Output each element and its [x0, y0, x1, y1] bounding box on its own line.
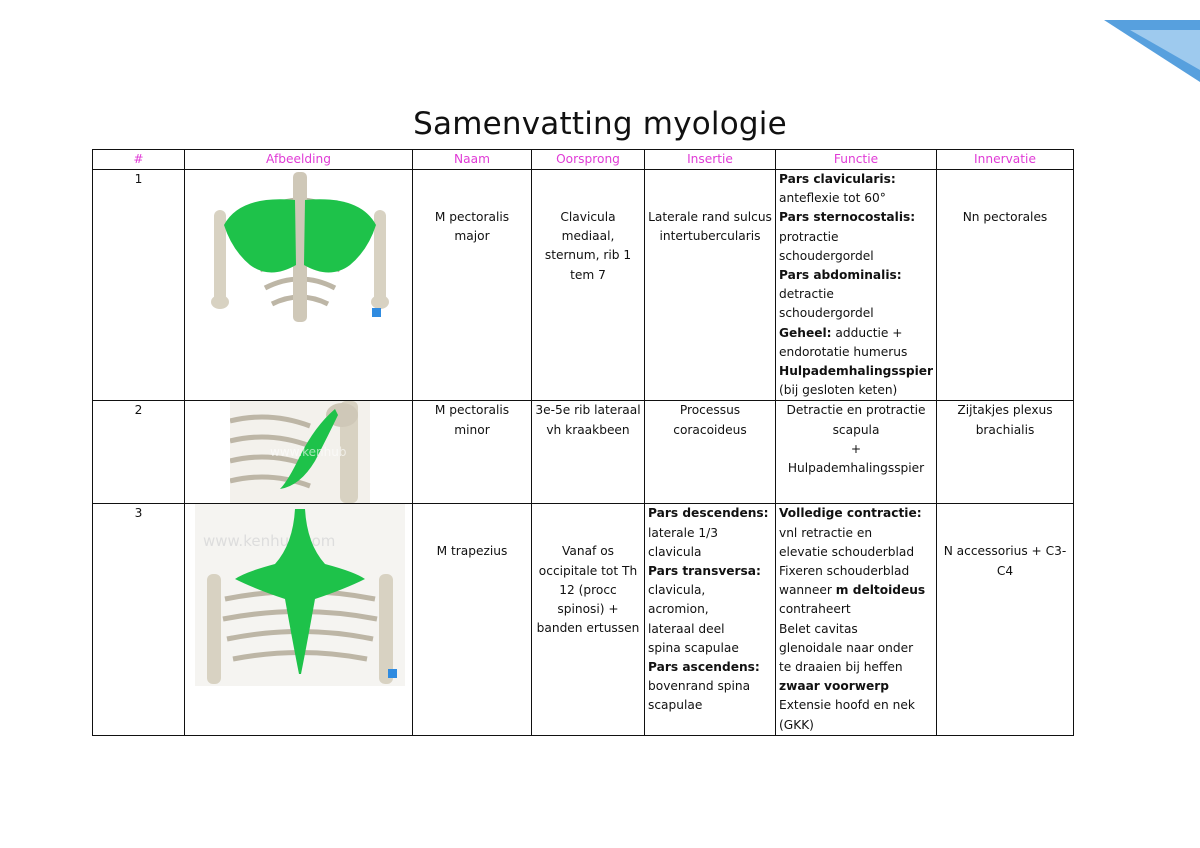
innervatie-text: Nn pectorales	[962, 210, 1048, 224]
oorsprong-text: Clavicula mediaal, sternum, rib 1 tem 7	[544, 210, 632, 282]
table-row: 1	[92, 168, 1074, 402]
cell-line: schoudergordel	[779, 248, 874, 263]
cell-line: scapula	[832, 422, 880, 437]
cell-line: scapulae	[648, 698, 703, 713]
oorsprong-cell: Vanaf os occipitale tot Th 12 (procc spi…	[531, 503, 645, 736]
cell-line: glenoidale naar onder	[779, 640, 914, 655]
cell-line: spina scapulae	[648, 640, 739, 655]
innervatie-cell: Zijtakjes plexus brachialis	[936, 400, 1074, 505]
row-num: 3	[92, 503, 185, 736]
cell-line: clavicula	[648, 544, 702, 559]
cell-line: Pars clavicularis:	[779, 172, 896, 186]
functie-cell: Volledige contractie: vnl retractie en ele…	[775, 503, 937, 736]
cell-line: schoudergordel	[779, 306, 874, 321]
insertie-cell: Processus coracoideus	[644, 400, 776, 505]
cell-line: bovenrand spina	[648, 679, 751, 694]
insertie-text: Processus coracoideus	[673, 403, 747, 437]
table-row: 2 www.kenhub	[92, 400, 1074, 505]
row-num: 1	[92, 168, 185, 402]
table-row: 3 www.kenhub.com	[92, 503, 1074, 736]
cell-line: Pars abdominalis:	[779, 268, 902, 283]
cell-line: Pars transversa:	[648, 564, 761, 579]
cell-line: protractie	[779, 229, 839, 244]
trapezius-illustration-icon: www.kenhub.com	[195, 504, 405, 687]
oorsprong-cell: Clavicula mediaal, sternum, rib 1 tem 7	[531, 168, 645, 402]
cell-line: (GKK)	[779, 717, 814, 732]
oorsprong-cell: 3e-5e rib lateraal vh kraakbeen	[531, 400, 645, 505]
watermark-text: www.kenhub.com	[203, 532, 335, 550]
cell-line: elevatie schouderblad	[779, 544, 915, 559]
innervatie-cell: Nn pectorales	[936, 168, 1074, 402]
cell-line: laterale 1/3	[648, 525, 718, 540]
header-insertie: Insertie	[644, 149, 776, 170]
naam-text: M pectoralis major	[434, 210, 510, 244]
pectoralis-major-illustration-icon	[211, 172, 389, 322]
pectoralis-minor-image: www.kenhub	[184, 400, 413, 505]
cell-line: +	[850, 441, 862, 456]
cell-line: clavicula,	[648, 583, 706, 598]
cell-line: Volledige contractie:	[779, 506, 922, 521]
innervatie-cell: N accessorius + C3-C4	[936, 503, 1074, 736]
header-num: #	[92, 149, 185, 170]
functie-cell: Pars clavicularis: anteflexie tot 60° Pars…	[775, 168, 937, 402]
header-afbeelding: Afbeelding	[184, 149, 413, 170]
cell-line: Pars descendens:	[648, 506, 769, 521]
header-naam: Naam	[412, 149, 532, 170]
trapezius-image: www.kenhub.com	[184, 503, 413, 736]
header-innervatie: Innervatie	[936, 149, 1074, 170]
corner-decoration	[1104, 20, 1200, 82]
header-functie: Functie	[775, 149, 937, 170]
cell-line: Hulpademhalingsspier	[779, 364, 934, 379]
functie-cell: Detractie en protractie scapula + Hulpademh…	[775, 400, 937, 505]
cell-line: vnl retractie en	[779, 525, 873, 540]
cell-line: wanneer m deltoideus	[779, 583, 926, 598]
cell-line: Fixeren schouderblad	[779, 564, 910, 579]
cell-line: Pars ascendens:	[648, 660, 760, 675]
pectoralis-minor-illustration-icon: www.kenhub	[230, 401, 370, 503]
cell-line: Geheel: adductie +	[779, 325, 903, 340]
innervatie-text: Zijtakjes plexus brachialis	[957, 403, 1053, 437]
cell-line: Extensie hoofd en nek	[779, 698, 915, 713]
muscle-table: # Afbeelding Naam Oorsprong Insertie Fun…	[92, 149, 1074, 736]
cell-line: detractie	[779, 287, 834, 302]
cell-line: zwaar voorwerp	[779, 679, 890, 694]
cell-line: Hulpademhalingsspier	[787, 461, 925, 476]
cell-line: anteflexie tot 60°	[779, 191, 886, 206]
cell-line: acromion,	[648, 602, 709, 617]
naam-text: M pectoralis minor	[434, 403, 510, 437]
naam-cell: M pectoralis major	[412, 168, 532, 402]
naam-cell: M pectoralis minor	[412, 400, 532, 505]
cell-line: lateraal deel	[648, 621, 725, 636]
cell-line: te draaien bij heffen	[779, 660, 903, 675]
cell-line: endorotatie humerus	[779, 344, 908, 359]
cell-line: (bij gesloten keten)	[779, 383, 898, 398]
cell-line: contraheert	[779, 602, 851, 617]
naam-cell: M trapezius	[412, 503, 532, 736]
cell-line: Belet cavitas	[779, 621, 858, 636]
oorsprong-text: Vanaf os occipitale tot Th 12 (procc spi…	[536, 544, 640, 636]
document-title: Samenvatting myologie	[413, 106, 787, 142]
cell-line: Detractie en protractie	[786, 403, 926, 418]
cell-line: Pars sternocostalis:	[779, 210, 916, 225]
watermark-text: www.kenhub	[270, 445, 347, 459]
naam-text: M trapezius	[436, 544, 508, 559]
insertie-cell: Laterale rand sulcus intertubercularis	[644, 168, 776, 402]
oorsprong-text: 3e-5e rib lateraal vh kraakbeen	[535, 403, 641, 437]
innervatie-text: N accessorius + C3-C4	[943, 544, 1067, 578]
pectoralis-major-image	[184, 168, 413, 402]
row-num: 2	[92, 400, 185, 505]
header-oorsprong: Oorsprong	[531, 149, 645, 170]
header-row: # Afbeelding Naam Oorsprong Insertie Fun…	[92, 149, 1074, 170]
insertie-text: Laterale rand sulcus intertubercularis	[648, 210, 772, 244]
